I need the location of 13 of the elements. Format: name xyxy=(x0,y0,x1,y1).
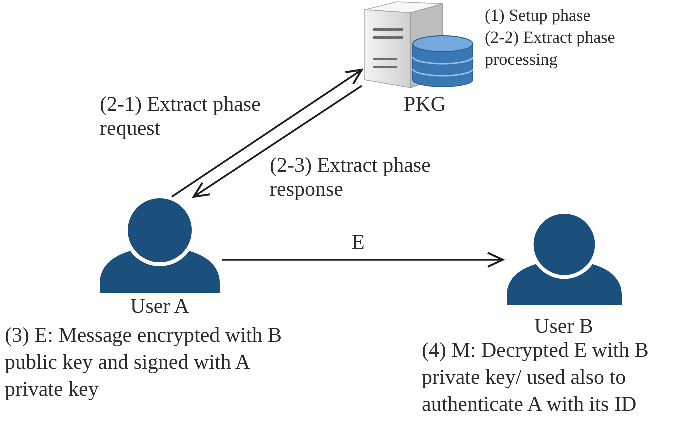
arrow xyxy=(172,69,363,198)
annotation-text: (1) Setup phase xyxy=(485,5,591,27)
annotation-text: (4) M: Decrypted E with B private key/ used also to authenticate A with its ID xyxy=(422,337,650,418)
edge-label: (2-3) Extract phase response xyxy=(270,153,432,201)
annotation-text: (3) E: Message encrypted with B public key and signed with A private key xyxy=(5,322,284,403)
edge-label: E xyxy=(352,230,365,254)
arrow xyxy=(193,85,362,198)
annotation-text: (2-2) Extract phase processing xyxy=(485,27,616,71)
node-label: User B xyxy=(534,314,594,338)
node-label: User A xyxy=(130,294,190,318)
node-label: PKG xyxy=(404,92,446,116)
edge-label: (2-1) Extract phase request xyxy=(100,92,262,140)
arrow xyxy=(222,252,504,268)
